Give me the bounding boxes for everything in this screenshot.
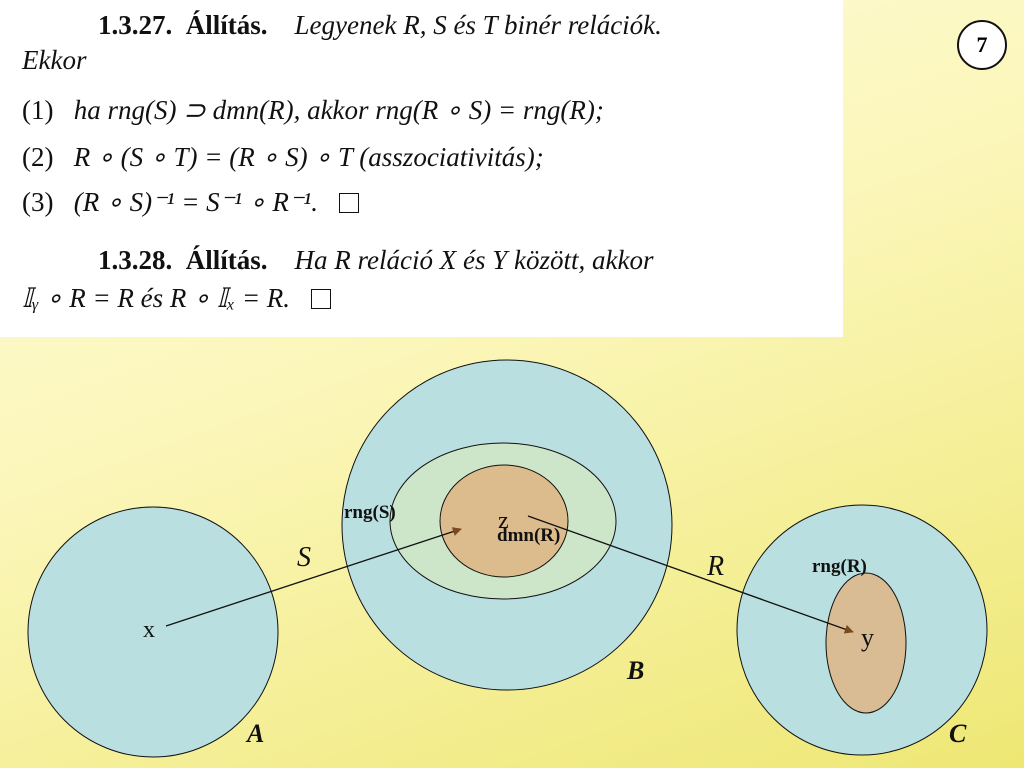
claim1-heading-line: 1.3.27. Állítás. Legyenek R, S és T biné… xyxy=(98,10,662,41)
text-panel: 1.3.27. Állítás. Legyenek R, S és T biné… xyxy=(0,0,843,337)
item2-text: R ∘ (S ∘ T) = (R ∘ S) ∘ T (asszociativit… xyxy=(73,142,544,172)
item2-line: (2) R ∘ (S ∘ T) = (R ∘ S) ∘ T (asszociat… xyxy=(22,142,544,173)
claim1-text-line2: Ekkor xyxy=(22,45,87,75)
relation-s-label: S xyxy=(297,542,311,573)
claim1-text-line1: Legyenek R, S és T binér relációk. xyxy=(294,10,662,40)
claim2-text-line1: Ha R reláció X és Y között, akkor xyxy=(294,245,654,275)
dmn-r-label: dmn(R) xyxy=(497,525,560,546)
item3-text: (R ∘ S)⁻¹ = S⁻¹ ∘ R⁻¹. xyxy=(73,187,319,217)
item3-label: (3) xyxy=(22,187,54,217)
claim2-text-line2: 𝕀ᵧ ∘ R = R és R ∘ 𝕀ₓ = R. xyxy=(22,283,291,313)
qed-box-icon xyxy=(310,289,331,309)
claim2-number: 1.3.28. xyxy=(98,245,173,275)
item3-line: (3) (R ∘ S)⁻¹ = S⁻¹ ∘ R⁻¹. xyxy=(22,187,359,218)
claim1-title: Állítás. xyxy=(185,10,268,40)
rng-r-label: rng(R) xyxy=(812,556,867,577)
relation-r-label: R xyxy=(706,551,724,582)
item2-label: (2) xyxy=(22,142,54,172)
point-z-label: z xyxy=(498,508,509,534)
claim2-title: Állítás. xyxy=(185,245,268,275)
point-y-label: y xyxy=(861,623,874,652)
set-b-label: B xyxy=(626,656,644,685)
claim1-number: 1.3.27. xyxy=(98,10,173,40)
claim2-text-line2-row: 𝕀ᵧ ∘ R = R és R ∘ 𝕀ₓ = R. xyxy=(22,283,331,314)
item1-line: (1) ha rng(S) ⊃ dmn(R), akkor rng(R ∘ S)… xyxy=(22,95,604,126)
dmn-r-ellipse xyxy=(439,464,569,578)
item1-text: ha rng(S) ⊃ dmn(R), akkor rng(R ∘ S) = r… xyxy=(73,95,604,125)
item1-label: (1) xyxy=(22,95,54,125)
slide-number-badge: 7 xyxy=(957,20,1007,70)
qed-box-icon xyxy=(338,193,359,213)
rng-r-ellipse xyxy=(825,572,907,714)
rng-s-label: rng(S) xyxy=(344,502,396,523)
claim2-heading-line: 1.3.28. Állítás. Ha R reláció X és Y köz… xyxy=(98,245,653,276)
set-a-circle xyxy=(27,506,279,758)
set-a-label: A xyxy=(245,719,264,748)
relation-s-arrow xyxy=(165,527,462,627)
slide-number: 7 xyxy=(976,32,988,57)
point-x-label: x xyxy=(143,617,155,643)
set-c-label: C xyxy=(949,719,967,748)
relation-r-arrow xyxy=(527,515,854,634)
